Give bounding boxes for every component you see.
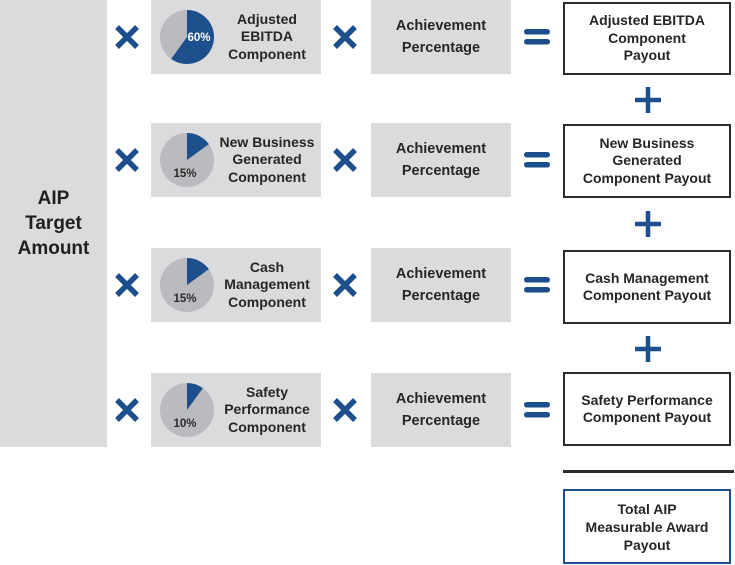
plus-icon [635, 336, 661, 362]
pie-weight-slice [171, 10, 215, 64]
pie-weight-label: 15% [173, 168, 196, 180]
equals-icon [524, 152, 550, 168]
aip-target-amount-label: AIP Target Amount [17, 188, 90, 259]
pie-weight-label: 60% [187, 32, 210, 44]
equals-icon [524, 402, 550, 418]
weight-pie-chart: 15% [160, 133, 214, 187]
total-payout-box: Total AIP Measurable Award Payout [563, 489, 731, 564]
multiply-icon [333, 398, 357, 422]
weight-pie-chart: 60% [160, 10, 215, 64]
pie-weight-label: 10% [173, 418, 196, 430]
multiply-icon [115, 25, 139, 49]
plus-icon [635, 87, 661, 113]
weight-pie-chart: 15% [160, 258, 214, 312]
multiply-icon [115, 398, 139, 422]
multiply-icon [333, 148, 357, 172]
multiply-icon [115, 148, 139, 172]
multiply-icon [333, 273, 357, 297]
multiply-icon [333, 25, 357, 49]
pie-weight-slice [187, 133, 209, 160]
pie-weight-slice [187, 258, 209, 285]
aip-target-amount-box: AIP Target Amount [0, 0, 107, 447]
plus-icon [635, 211, 661, 237]
pie-weight-slice [187, 383, 203, 410]
equals-icon [524, 277, 550, 293]
equals-icon [524, 29, 550, 45]
weight-pie-chart: 10% [160, 383, 214, 437]
multiply-icon [115, 273, 139, 297]
sum-separator-line [563, 470, 734, 473]
pie-weight-label: 15% [173, 293, 196, 305]
